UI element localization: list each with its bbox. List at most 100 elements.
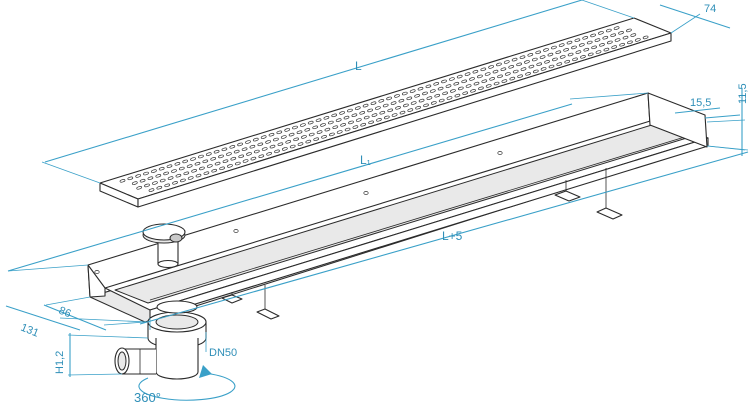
grate-hole: [281, 147, 288, 151]
label-height: 11,5: [737, 83, 749, 104]
grate-hole: [226, 152, 232, 156]
grate-hole: [450, 89, 456, 93]
dimension-height: 11,5: [706, 83, 749, 156]
grate-hole: [312, 125, 319, 130]
grate-hole: [548, 64, 555, 69]
grate-hole: [211, 168, 218, 173]
leg-rear-right: [596, 168, 623, 220]
grate-hole: [563, 48, 569, 52]
grate-hole: [472, 69, 479, 74]
grate-hole: [422, 91, 428, 96]
grate-hole: [246, 152, 252, 156]
grate-hole: [540, 67, 547, 71]
grate-hole: [512, 69, 519, 74]
grate-hole: [327, 120, 334, 125]
grate-hole: [320, 123, 326, 127]
grate-hole: [539, 55, 546, 59]
grate-hole: [352, 125, 359, 129]
grate-hole: [158, 166, 165, 171]
grate-hole: [288, 132, 295, 137]
grate-hole: [559, 55, 566, 59]
grate-hole: [131, 181, 138, 185]
grate-hole: [261, 147, 268, 151]
grate-hole: [409, 89, 416, 93]
grate-hole: [347, 108, 353, 113]
grate-hole: [611, 45, 618, 49]
label-flange: 15,5: [690, 97, 711, 109]
grate-hole: [531, 57, 538, 62]
grate-hole: [493, 81, 500, 86]
grate-hole: [488, 65, 494, 69]
grate-hole: [266, 152, 272, 156]
grate-hole: [481, 79, 488, 83]
grate-hole: [378, 99, 385, 103]
grate-hole: [277, 142, 284, 146]
grate-hole: [501, 79, 508, 83]
grate-hole: [144, 183, 150, 188]
grate-hole: [257, 142, 264, 147]
grate-hole: [143, 171, 149, 176]
grate-hole: [348, 120, 354, 125]
grate-hole: [582, 36, 589, 40]
dimension-length-inner: L₁: [7, 92, 649, 272]
grate-hole: [430, 101, 437, 105]
grate-hole: [301, 135, 307, 139]
label-rotation: 360°: [134, 390, 161, 405]
grate-hole: [276, 130, 283, 135]
grate-hole: [418, 98, 425, 103]
grate-hole: [524, 60, 530, 64]
grate-hole: [480, 67, 487, 72]
grate-hole: [446, 96, 453, 100]
grate-hole: [558, 43, 565, 47]
grate-hole: [175, 173, 182, 178]
grate-hole: [187, 176, 194, 180]
grate-hole: [135, 174, 142, 178]
grate-hole: [344, 127, 351, 132]
grate-hole: [335, 118, 342, 122]
grate-hole: [603, 47, 610, 52]
grate-hole: [383, 115, 390, 120]
grate-hole: [445, 84, 452, 88]
grate-hole: [139, 178, 146, 183]
grate-hole: [598, 31, 604, 35]
grate-hole: [205, 152, 212, 156]
grate-hole: [434, 93, 441, 98]
grate-hole: [174, 162, 181, 166]
label-channel-width: 86: [57, 305, 73, 321]
grate-hole: [519, 55, 526, 59]
grate-hole: [528, 64, 535, 69]
grate-hole: [395, 106, 401, 110]
grate-hole: [627, 40, 633, 45]
grate-hole: [191, 169, 197, 173]
grate-hole: [394, 94, 400, 98]
grate-hole: [403, 103, 409, 108]
grate-hole: [590, 33, 596, 38]
grate-hole: [587, 52, 594, 57]
dimension-flange: 15,5: [674, 97, 741, 119]
grate-hole: [285, 140, 292, 144]
grate-hole: [511, 57, 518, 62]
drain-channel: [87, 92, 709, 323]
grate-hole: [484, 72, 491, 76]
grate-hole: [151, 169, 157, 173]
grate-hole: [517, 74, 523, 78]
grate-hole: [340, 123, 346, 127]
grate-hole: [457, 86, 464, 91]
grate-hole: [343, 115, 350, 120]
grate-hole: [360, 122, 367, 127]
grate-hole: [307, 120, 314, 125]
grate-hole: [610, 33, 617, 37]
grate-hole: [182, 159, 189, 164]
grate-hole: [308, 132, 315, 137]
grate-hole: [552, 57, 558, 62]
grate-hole: [304, 128, 311, 132]
grate-hole: [351, 113, 358, 117]
leg-front-right: [554, 180, 581, 202]
grate-hole: [359, 111, 366, 115]
grate-hole: [183, 171, 190, 176]
grate-hole: [127, 176, 134, 181]
grate-hole: [362, 103, 369, 108]
grate-hole: [425, 84, 432, 89]
grate-hole: [508, 65, 515, 69]
